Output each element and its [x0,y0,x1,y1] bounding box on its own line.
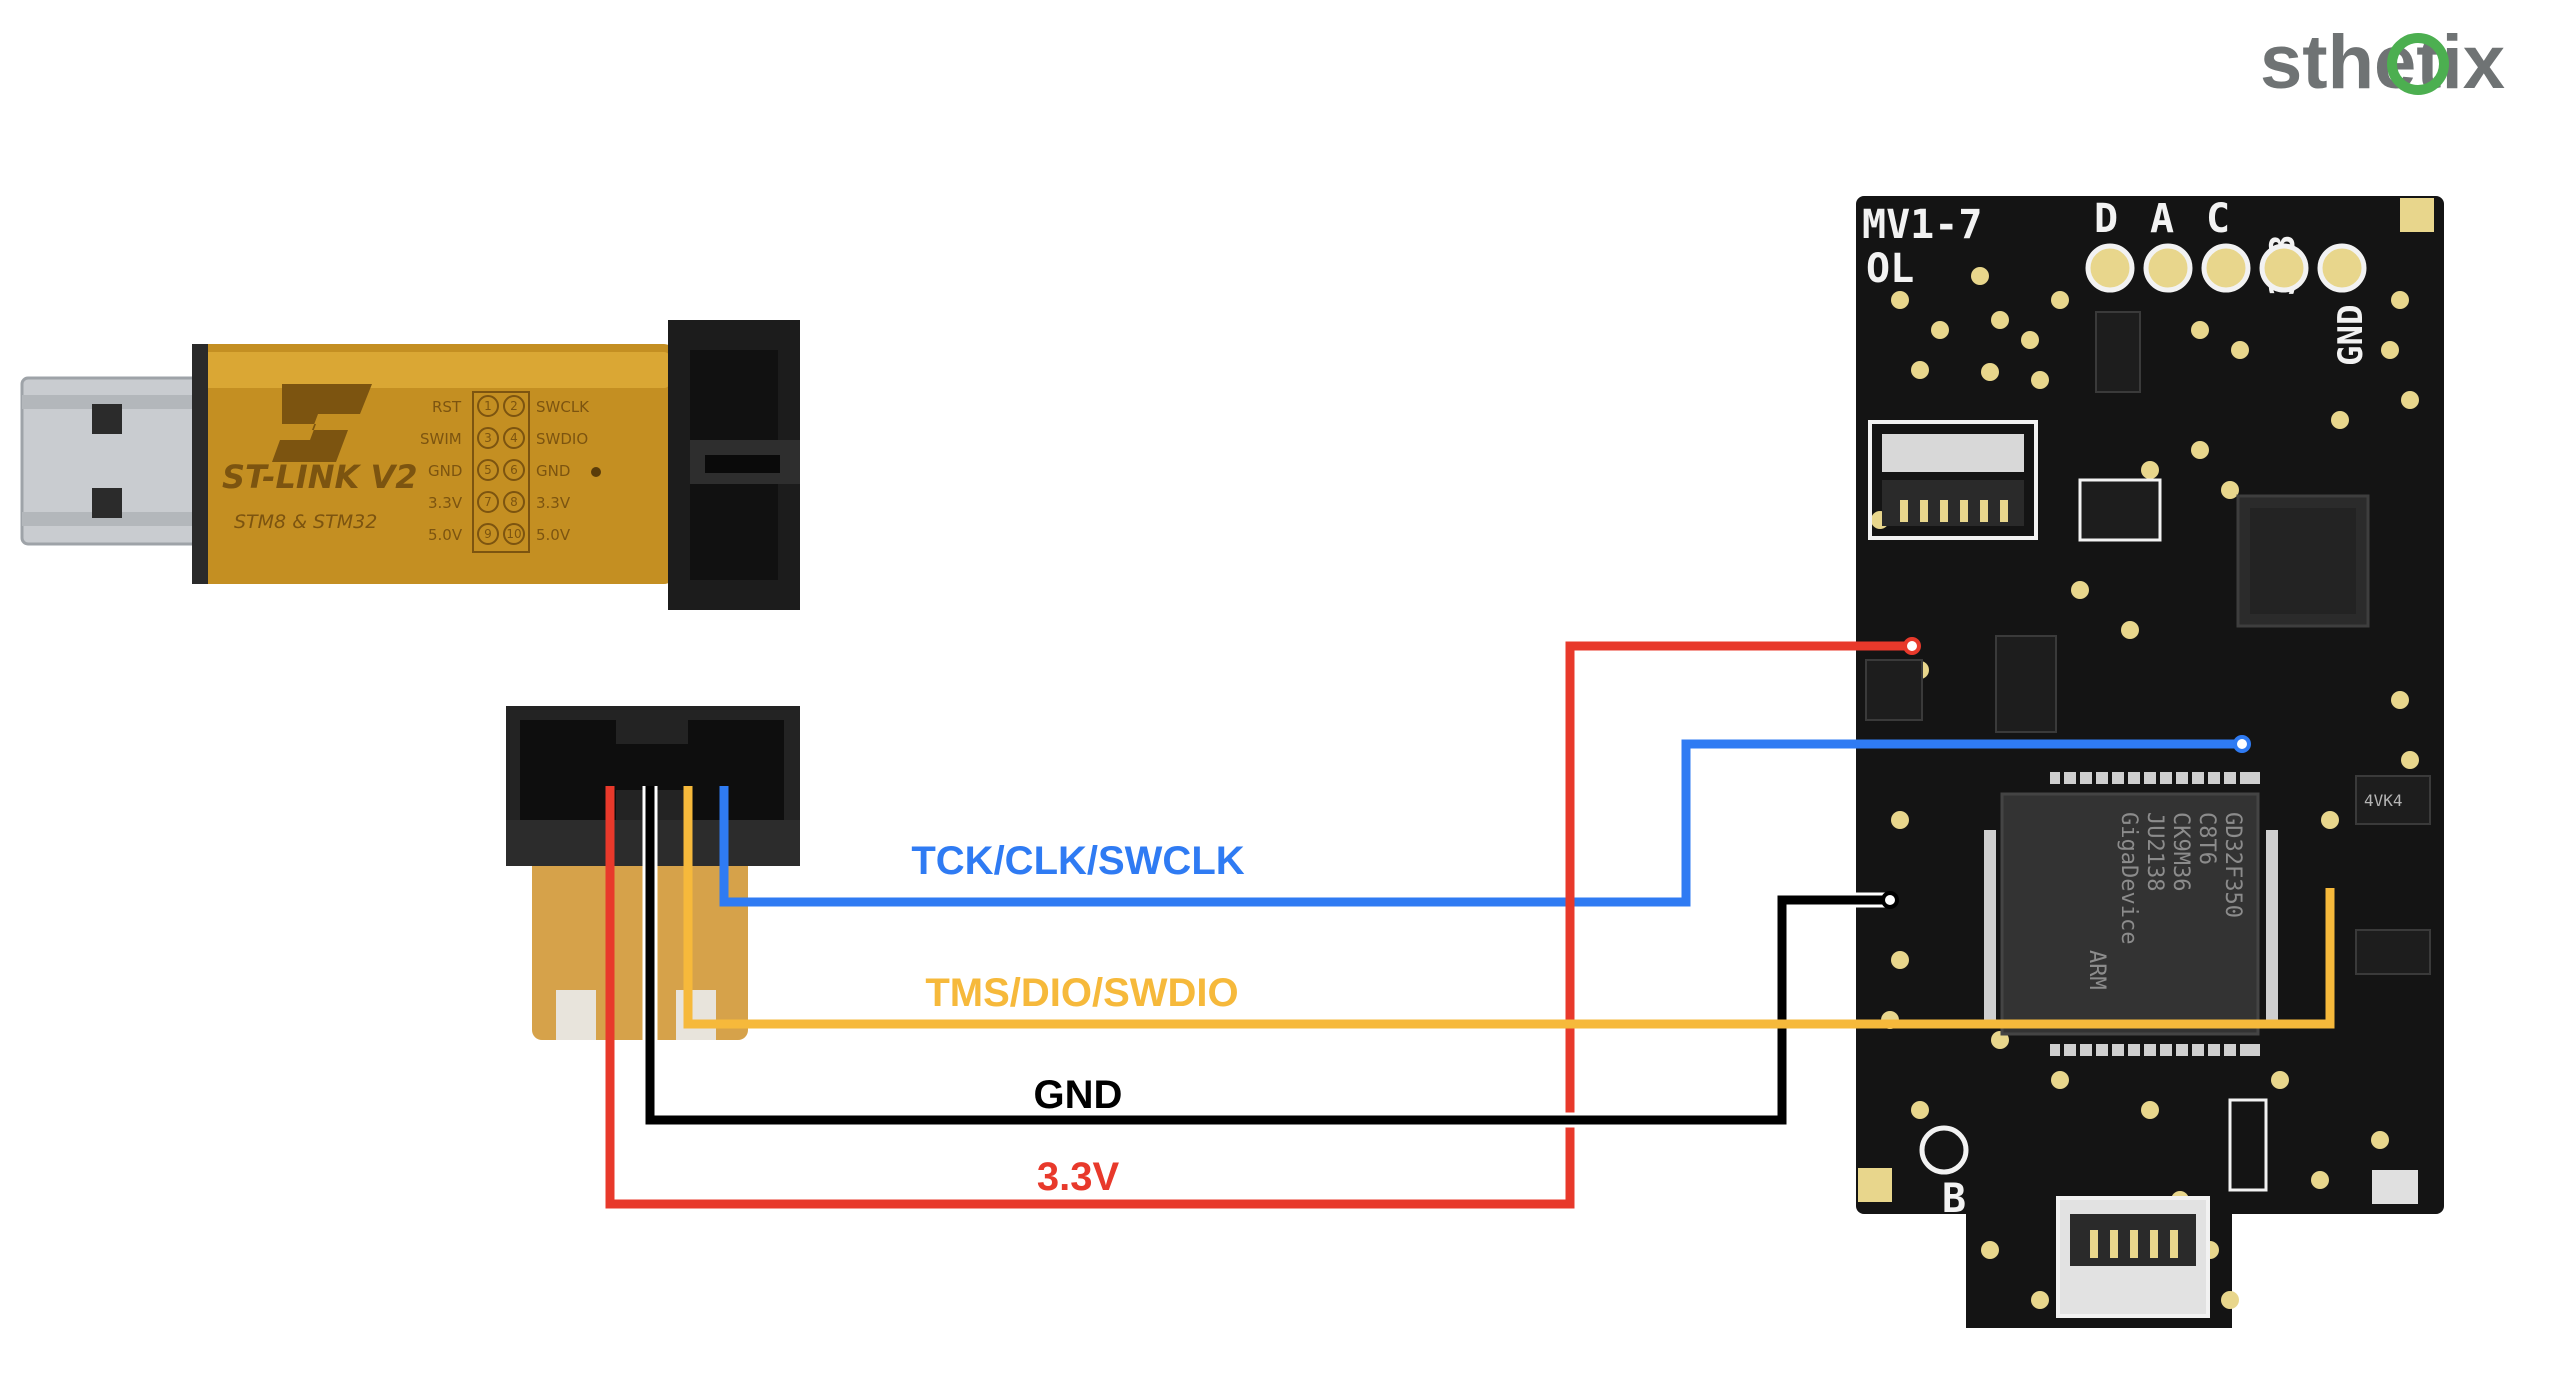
mcu-text-3: CK9M36 [2168,812,2193,891]
pin-num-3: 3 [484,431,492,445]
pin-num-6: 6 [510,463,518,477]
pin-right-4: 3.3V [536,494,571,512]
mcu-text-1: GD32F350 [2220,812,2245,918]
pin-num-4: 4 [510,431,518,445]
pin-left-2: SWIM [420,430,462,448]
mcu-markings: GD32F350 C8T6 CK9M36 JU2138 GigaDevice A… [2084,812,2245,990]
pin-right-2: SWDIO [536,430,588,448]
board-sub-label: OL [1866,246,1914,292]
label-swclk: TCK/CLK/SWCLK [911,839,1244,883]
small-components: 4VK4 [1865,311,2431,975]
pad-label-gnd: GND [2331,305,2371,366]
wires [605,637,2335,1209]
qfn-chip [2236,494,2370,628]
top-header-pads [2085,243,2367,293]
fpc-connector-bottom [2056,1196,2210,1318]
pad-label-c: C [2206,196,2230,242]
stlink-idc-connector [668,320,800,610]
pin-left-5: 5.0V [428,526,463,544]
mcu-text-5: GigaDevice [2116,812,2141,944]
mcu-text-2: C8T6 [2194,812,2219,865]
pin-num-9: 9 [484,527,492,541]
pin-num-5: 5 [484,463,492,477]
brand-text: sthetix [2260,20,2505,105]
stlink-title: ST-LINK V2 [222,458,418,496]
pad-label-a: A [2150,196,2174,242]
wire-swclk [719,739,2242,907]
brand-accent-icon [2387,33,2449,95]
mcu-chip: GD32F350 C8T6 CK9M36 JU2138 GigaDevice A… [1984,772,2278,1056]
pin-num-10: 10 [506,527,521,541]
pin-right-1: SWCLK [536,398,590,416]
stlink-subtitle: STM8 & STM32 [234,511,377,533]
wire-endpoints [1881,637,2251,909]
wire-gnd [645,786,1890,1125]
brand-logo: sthetix [2260,20,2505,105]
label-swdio: TMS/DIO/SWDIO [925,971,1238,1015]
mcu-text-6: ARM [2084,950,2109,990]
board-id-label: MV1-7 [1862,202,1982,248]
pin-legend: RST SWIM GND 3.3V 5.0V SWCLK SWDIO GND 3… [420,391,601,553]
stlink-programmer: ST ST-LINK V2 STM8 & STM32 RST SWIM GND … [0,0,800,610]
fpc-connector-top [1868,420,2038,540]
pin-left-4: 3.3V [428,494,463,512]
mv1-pcb-board: MV1-7 OL D A C 3V3 GND B [1856,196,2444,1328]
small-chip-label: 4VK4 [2364,791,2403,810]
pin-right-3: GND [536,462,570,480]
pin-right-5: 5.0V [536,526,571,544]
wire-3v3 [605,641,1912,1209]
pin-left-3: GND [428,462,462,480]
label-gnd: GND [1034,1073,1123,1117]
dupont-connector [506,706,800,1040]
svg-text:ST: ST [0,0,2,1]
pin-num-8: 8 [510,495,518,509]
label-3v3: 3.3V [1037,1155,1120,1199]
mcu-text-4: JU2138 [2142,812,2167,891]
pin-left-1: RST [432,398,462,416]
wire-swdio [683,786,2335,1029]
pin-number-circles: 1 2 3 4 5 6 7 8 9 10 [477,395,525,545]
usb-plug [20,376,202,546]
pin-num-2: 2 [510,399,518,413]
st-logo-icon: ST [0,0,372,462]
pad-label-b: B [1942,1176,1966,1222]
pin-num-7: 7 [484,495,492,509]
pad-label-d: D [2094,196,2118,242]
pin-num-1: 1 [484,399,492,413]
wire-labels: TCK/CLK/SWCLK TMS/DIO/SWDIO GND 3.3V [911,839,1244,1199]
